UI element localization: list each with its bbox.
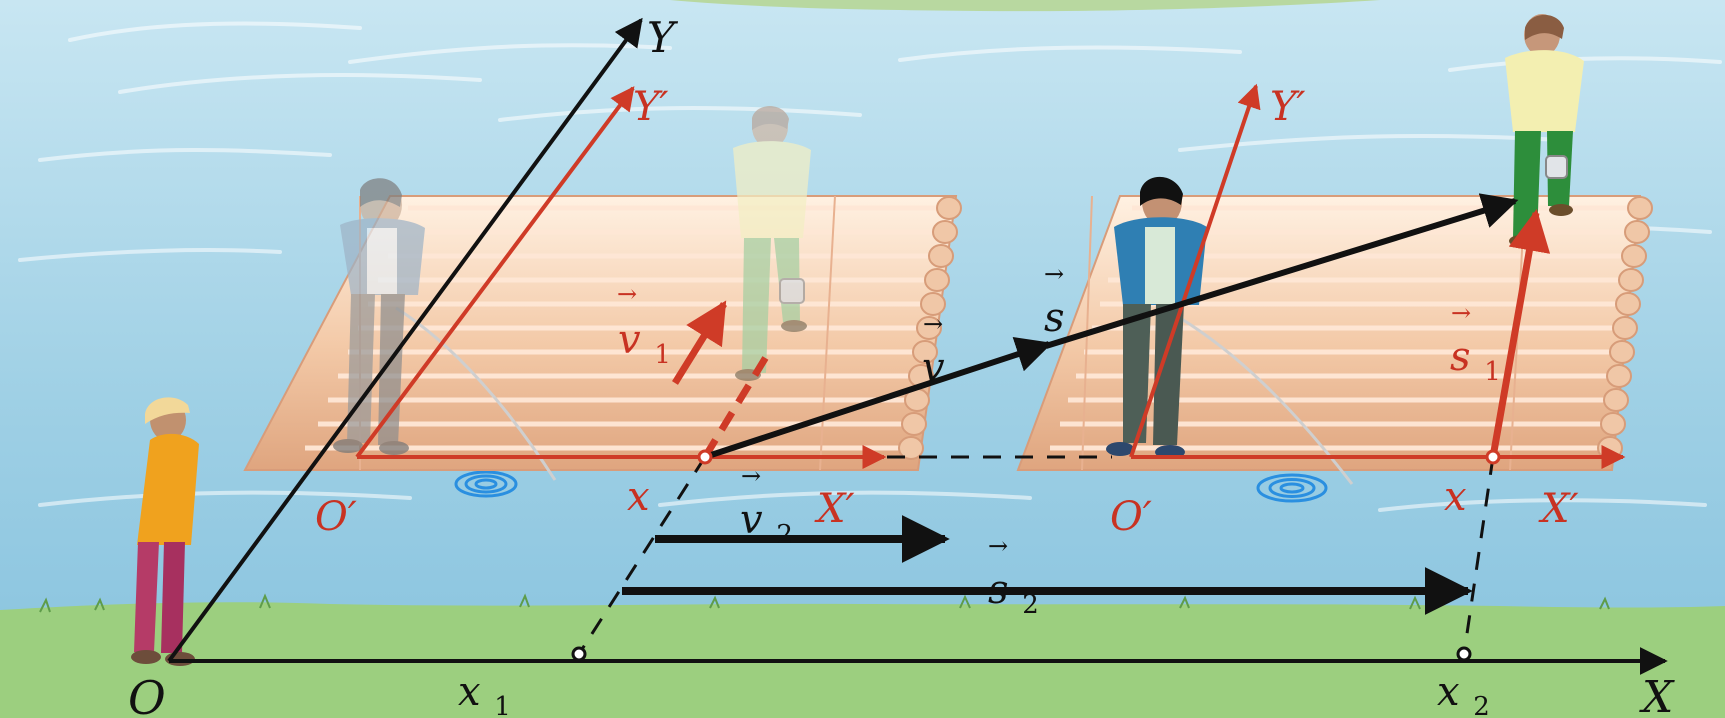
label-O: O — [128, 671, 166, 718]
label-v1-main: v — [618, 317, 641, 363]
vec-mark-v1: → — [617, 280, 637, 308]
moving-frame-right-y-axis — [1129, 83, 1261, 458]
label-Y-prime-left: Y′ — [633, 84, 669, 130]
label-x2: x 2 — [1437, 669, 1490, 718]
label-s1: s 1 — [1450, 334, 1501, 387]
label-s: s — [1044, 295, 1065, 341]
label-x2-sub: 2 — [1473, 692, 1490, 718]
label-s1-main: s — [1450, 334, 1471, 380]
vec-mark-s: → — [1044, 260, 1064, 288]
label-v: v — [922, 345, 945, 391]
label-x-left: x — [627, 474, 650, 520]
label-X: X — [1639, 672, 1675, 718]
point-x-right — [1485, 449, 1501, 465]
walker-left-faded — [733, 106, 811, 381]
label-v2-sub: 2 — [776, 520, 793, 550]
label-x1-main: x — [458, 669, 481, 715]
point-x1 — [571, 646, 587, 662]
label-v1-sub: 1 — [654, 340, 671, 370]
fisherman-right — [1106, 176, 1207, 459]
label-v1: v 1 — [618, 317, 671, 370]
v-arrow — [704, 337, 1053, 460]
vec-mark-s1: → — [1451, 299, 1471, 327]
fisherman-left-faded — [333, 178, 425, 455]
label-X-prime-right: X′ — [1538, 486, 1579, 532]
label-X-prime-left: X′ — [814, 486, 855, 532]
v1-arrow — [672, 300, 727, 385]
label-v2-main: v — [740, 497, 763, 543]
y-axis — [167, 17, 643, 663]
label-Y: Y — [647, 13, 679, 62]
whirlpool-right — [1256, 473, 1328, 503]
walker-path-dashed-red — [702, 355, 769, 459]
label-s1-sub: 1 — [1484, 357, 1501, 387]
label-x1: x 1 — [458, 669, 511, 718]
s-arrow — [1045, 193, 1519, 349]
label-O-prime-right: O′ — [1110, 494, 1152, 540]
whirlpool-left — [454, 470, 518, 498]
vec-mark-v: → — [923, 310, 943, 338]
far-bank — [670, 0, 1380, 12]
grass-tufts — [39, 593, 1610, 613]
point-x2 — [1456, 646, 1472, 662]
vec-mark-v2: → — [741, 462, 761, 490]
label-O-prime-left: O′ — [315, 494, 357, 540]
raft-right — [1016, 195, 1653, 471]
point-x-left — [697, 449, 713, 465]
x1-projection-line — [577, 456, 707, 655]
label-x2-main: x — [1437, 669, 1460, 715]
label-v2: v 2 — [740, 497, 793, 550]
x2-projection-line — [1462, 456, 1495, 655]
s1-arrow — [1489, 208, 1551, 458]
vec-mark-s2: → — [988, 532, 1008, 560]
label-Y-prime-right: Y′ — [1270, 84, 1306, 130]
label-s2-sub: 2 — [1022, 590, 1039, 620]
label-x-right: x — [1444, 474, 1467, 520]
label-s2-main: s — [988, 567, 1009, 613]
label-s2: s 2 — [988, 567, 1039, 620]
moving-frame-left-y-axis — [355, 86, 635, 459]
label-x1-sub: 1 — [494, 692, 511, 718]
